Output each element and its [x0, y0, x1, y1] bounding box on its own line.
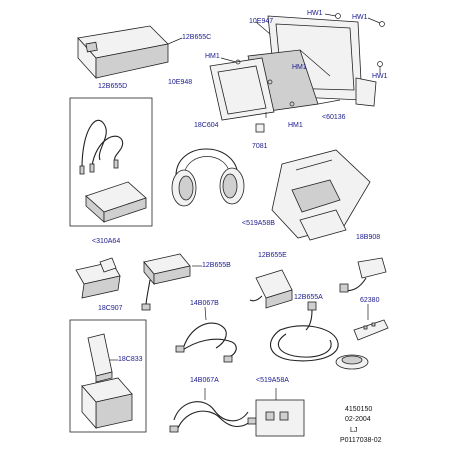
kit-box-18C907 — [69, 319, 147, 433]
label-18C604: 18C604 — [194, 122, 219, 129]
bracket-18C907 — [81, 377, 133, 430]
bracket-310A64 — [75, 257, 121, 299]
headphones-18C604 — [171, 148, 245, 207]
label-hm1-a: HM1 — [205, 53, 220, 60]
label-519A58B: <519A58B — [242, 220, 275, 227]
label-hw1-a: HW1 — [307, 10, 323, 17]
label-12B655D: 12B655D — [98, 83, 128, 90]
label-18B908: 18B908 — [356, 234, 381, 241]
remote-62380 — [353, 319, 389, 341]
bracket-18B908 — [339, 257, 387, 293]
ref-line-1: 4150150 — [345, 406, 373, 413]
label-7081: 7081 — [252, 143, 268, 150]
label-14B067A: 14B067A — [190, 377, 219, 384]
ref-line-3: LJ — [350, 427, 358, 434]
label-hw1-b: HW1 — [352, 14, 368, 21]
av-cables — [79, 119, 124, 175]
module-12B655E — [249, 269, 293, 309]
label-hm1-b: HM1 — [292, 64, 307, 71]
av-interface-box — [85, 181, 147, 223]
battery-7081 — [255, 123, 265, 133]
label-60136: <60136 — [322, 114, 346, 121]
label-hm1-c: HM1 — [288, 122, 303, 129]
control-module-12B655C — [77, 25, 169, 80]
label-62380: 62380 — [360, 297, 380, 304]
cable-14B067A — [169, 401, 257, 433]
display-assembly — [209, 13, 385, 121]
module-12B655B — [141, 253, 191, 311]
label-310A64: <310A64 — [92, 238, 121, 245]
label-12B655C: 12B655C — [182, 34, 212, 41]
cable-14B067B — [175, 322, 237, 363]
label-12B655A: 12B655A — [294, 294, 323, 301]
label-519A58A: <519A58A — [256, 377, 289, 384]
label-18C833: 18C833 — [118, 356, 143, 363]
roof-console-519A58B — [271, 149, 371, 241]
ref-line-4: P0117038-02 — [340, 437, 382, 444]
label-14B067B: 14B067B — [190, 300, 219, 307]
label-18C907: 18C907 — [98, 305, 123, 312]
switch-panel-519A58A — [255, 399, 305, 437]
label-12B655E: 12B655E — [258, 252, 287, 259]
label-10E948: 10E948 — [168, 79, 193, 86]
label-hw1-c: HW1 — [372, 73, 388, 80]
label-12B655B: 12B655B — [202, 262, 231, 269]
ref-line-2: 02-2004 — [345, 416, 371, 423]
module-18C833 — [87, 333, 113, 383]
label-10E947: 10E947 — [249, 18, 274, 25]
harness-12B655A — [270, 301, 369, 370]
kit-box-12B655D — [69, 97, 153, 227]
